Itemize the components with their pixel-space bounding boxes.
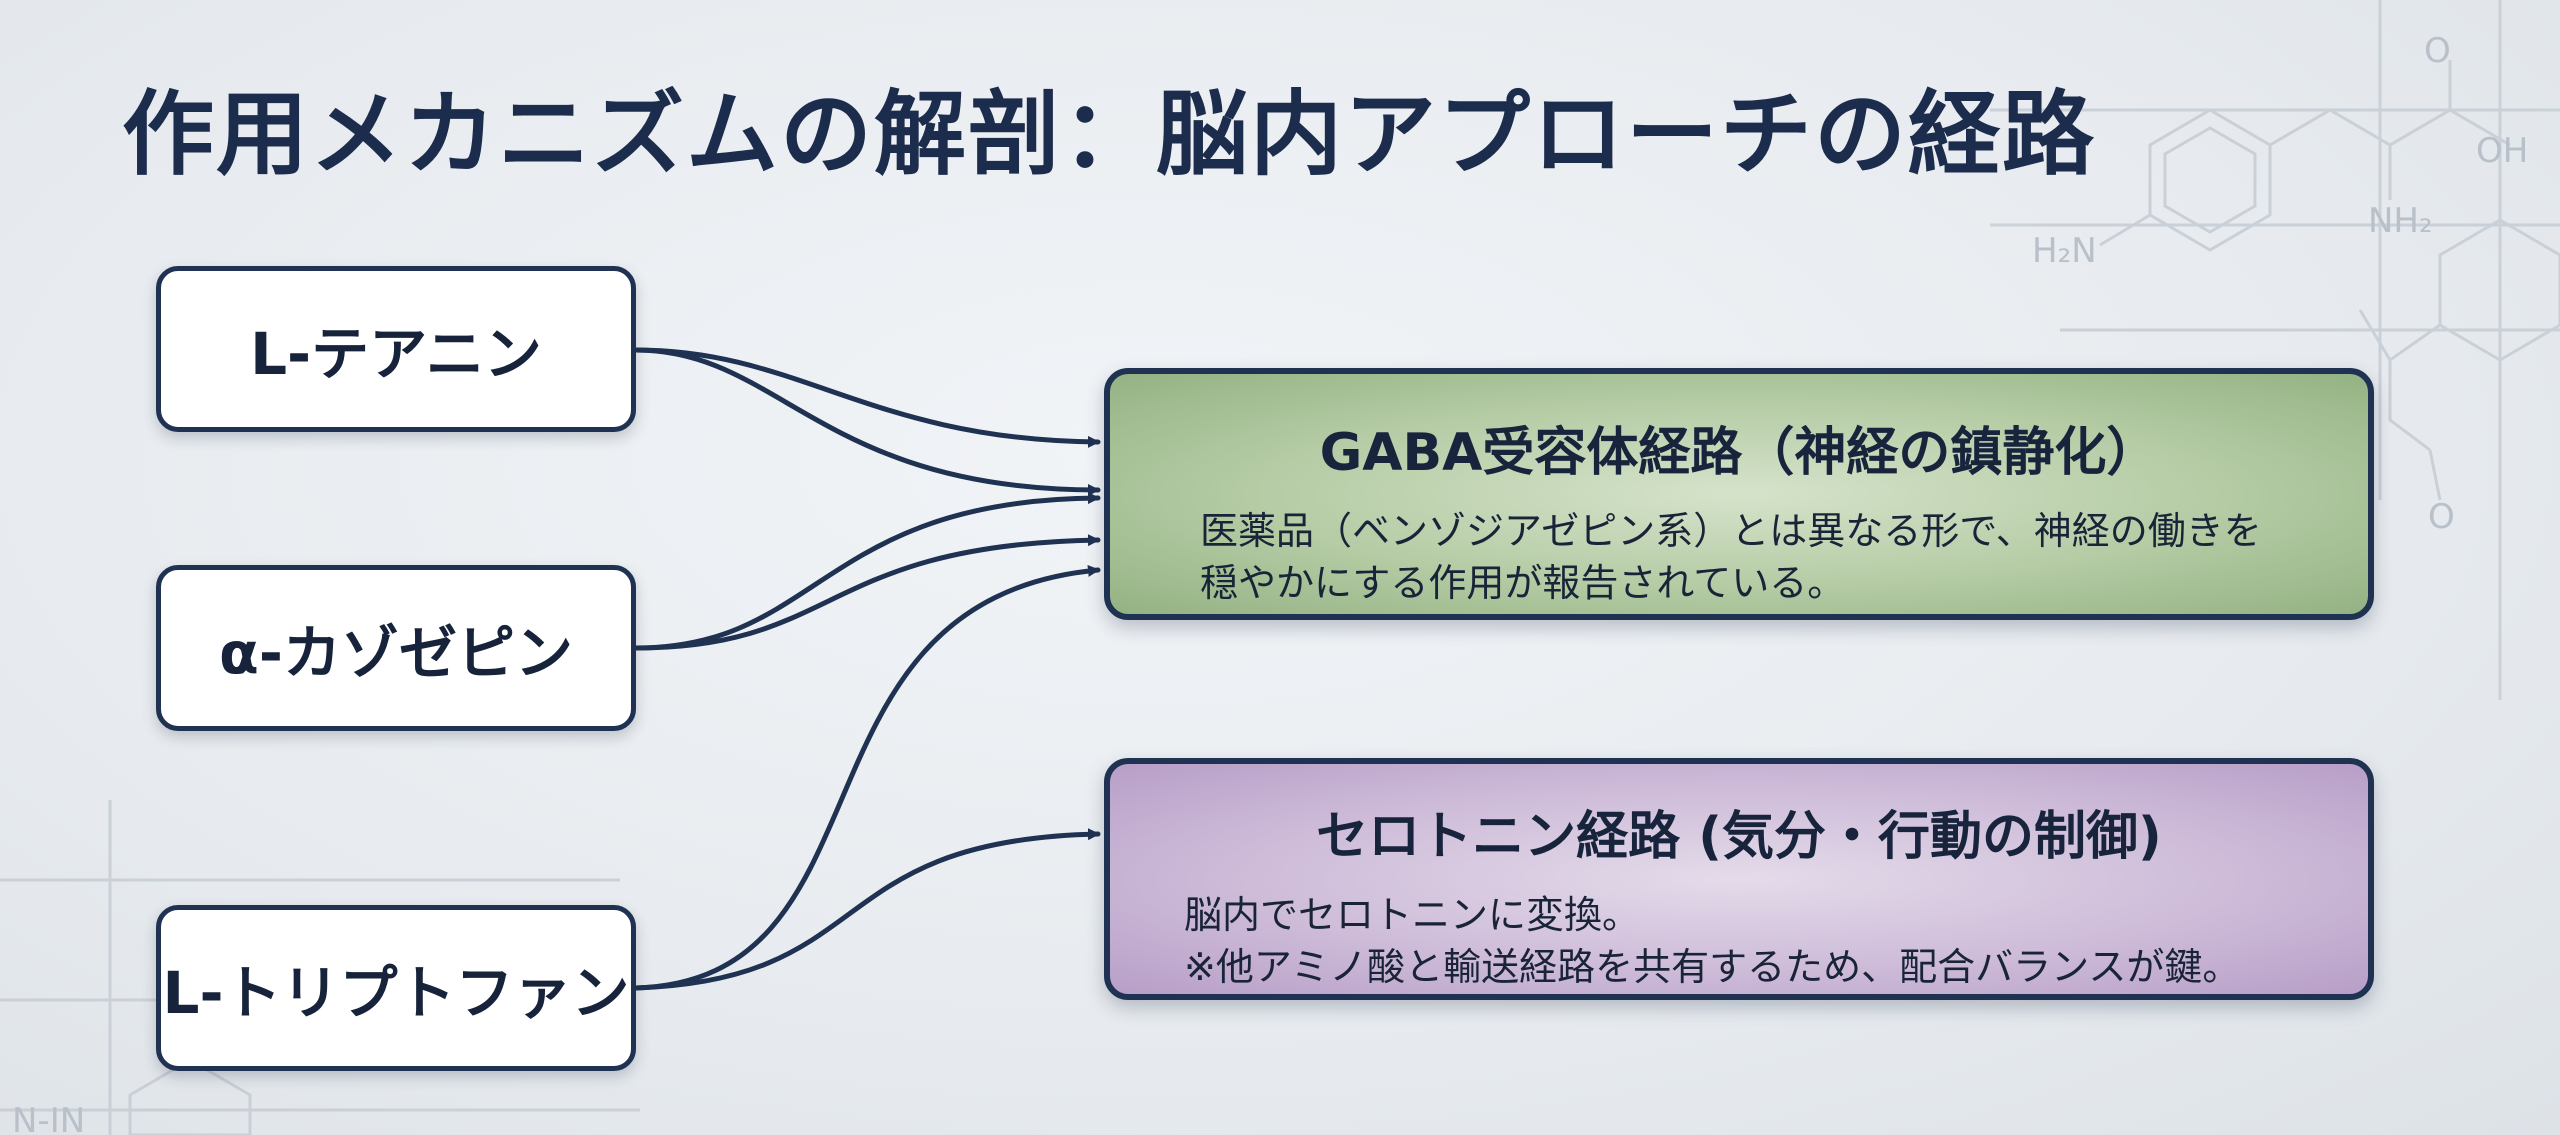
source-node-l-tryptophan: L-トリプトファン [156,905,636,1071]
amino-label: NH₂ [2368,201,2433,241]
corner-label: N-IN [12,1101,85,1135]
connector-tryptophan-gaba [633,564,1101,991]
pathway-title: セロトニン経路 (気分・行動の制御) [1316,807,2162,867]
source-node-alpha-casozepine: α-カゾゼピン [156,565,636,731]
connector-alphacasozepine-gaba-2 [633,534,1101,651]
source-node-l-theanine: L-テアニン [156,266,636,432]
pathway-node-gaba: GABA受容体経路（神経の鎮静化） 医薬品（ベンゾジアゼピン系）とは異なる形で、… [1104,368,2374,620]
oxygen-label-side: O [2428,497,2455,537]
slide-title: 作用メカニズムの解剖：脳内アプローチの経路 [122,81,2097,188]
pathway-description-line: 医薬品（ベンゾジアゼピン系）とは異なる形で、神経の働きを [1200,509,2262,553]
source-label: L-トリプトファン [162,959,630,1027]
connector-alphacasozepine-gaba-1 [633,492,1101,651]
oxygen-label-top: O [2424,31,2451,71]
pathway-description: 医薬品（ベンゾジアゼピン系）とは異なる形で、神経の働きを 穏やかにする作用が報告… [1170,505,2308,609]
pathway-description-line: 脳内でセロトニンに変換。 [1184,893,1641,937]
connector-tryptophan-serotonin [633,828,1101,991]
pathway-description: 脳内でセロトニンに変換。 ※他アミノ酸と輸送経路を共有するため、配合バランスが鍵… [1170,889,2308,993]
pathway-description-line: 穏やかにする作用が報告されている。 [1200,561,1846,605]
connector-theanine-gaba-2 [633,347,1101,496]
amine-label: H₂N [2032,231,2097,271]
hydroxyl-label: OH [2476,131,2528,171]
pathway-description-line: ※他アミノ酸と輸送経路を共有するため、配合バランスが鍵。 [1184,945,2241,989]
source-label: α-カゾゼピン [219,619,573,687]
source-label: L-テアニン [250,320,542,388]
pathway-node-serotonin: セロトニン経路 (気分・行動の制御) 脳内でセロトニンに変換。 ※他アミノ酸と輸… [1104,758,2374,1000]
connector-theanine-gaba-1 [633,347,1101,448]
pathway-title: GABA受容体経路（神経の鎮静化） [1319,423,2159,483]
